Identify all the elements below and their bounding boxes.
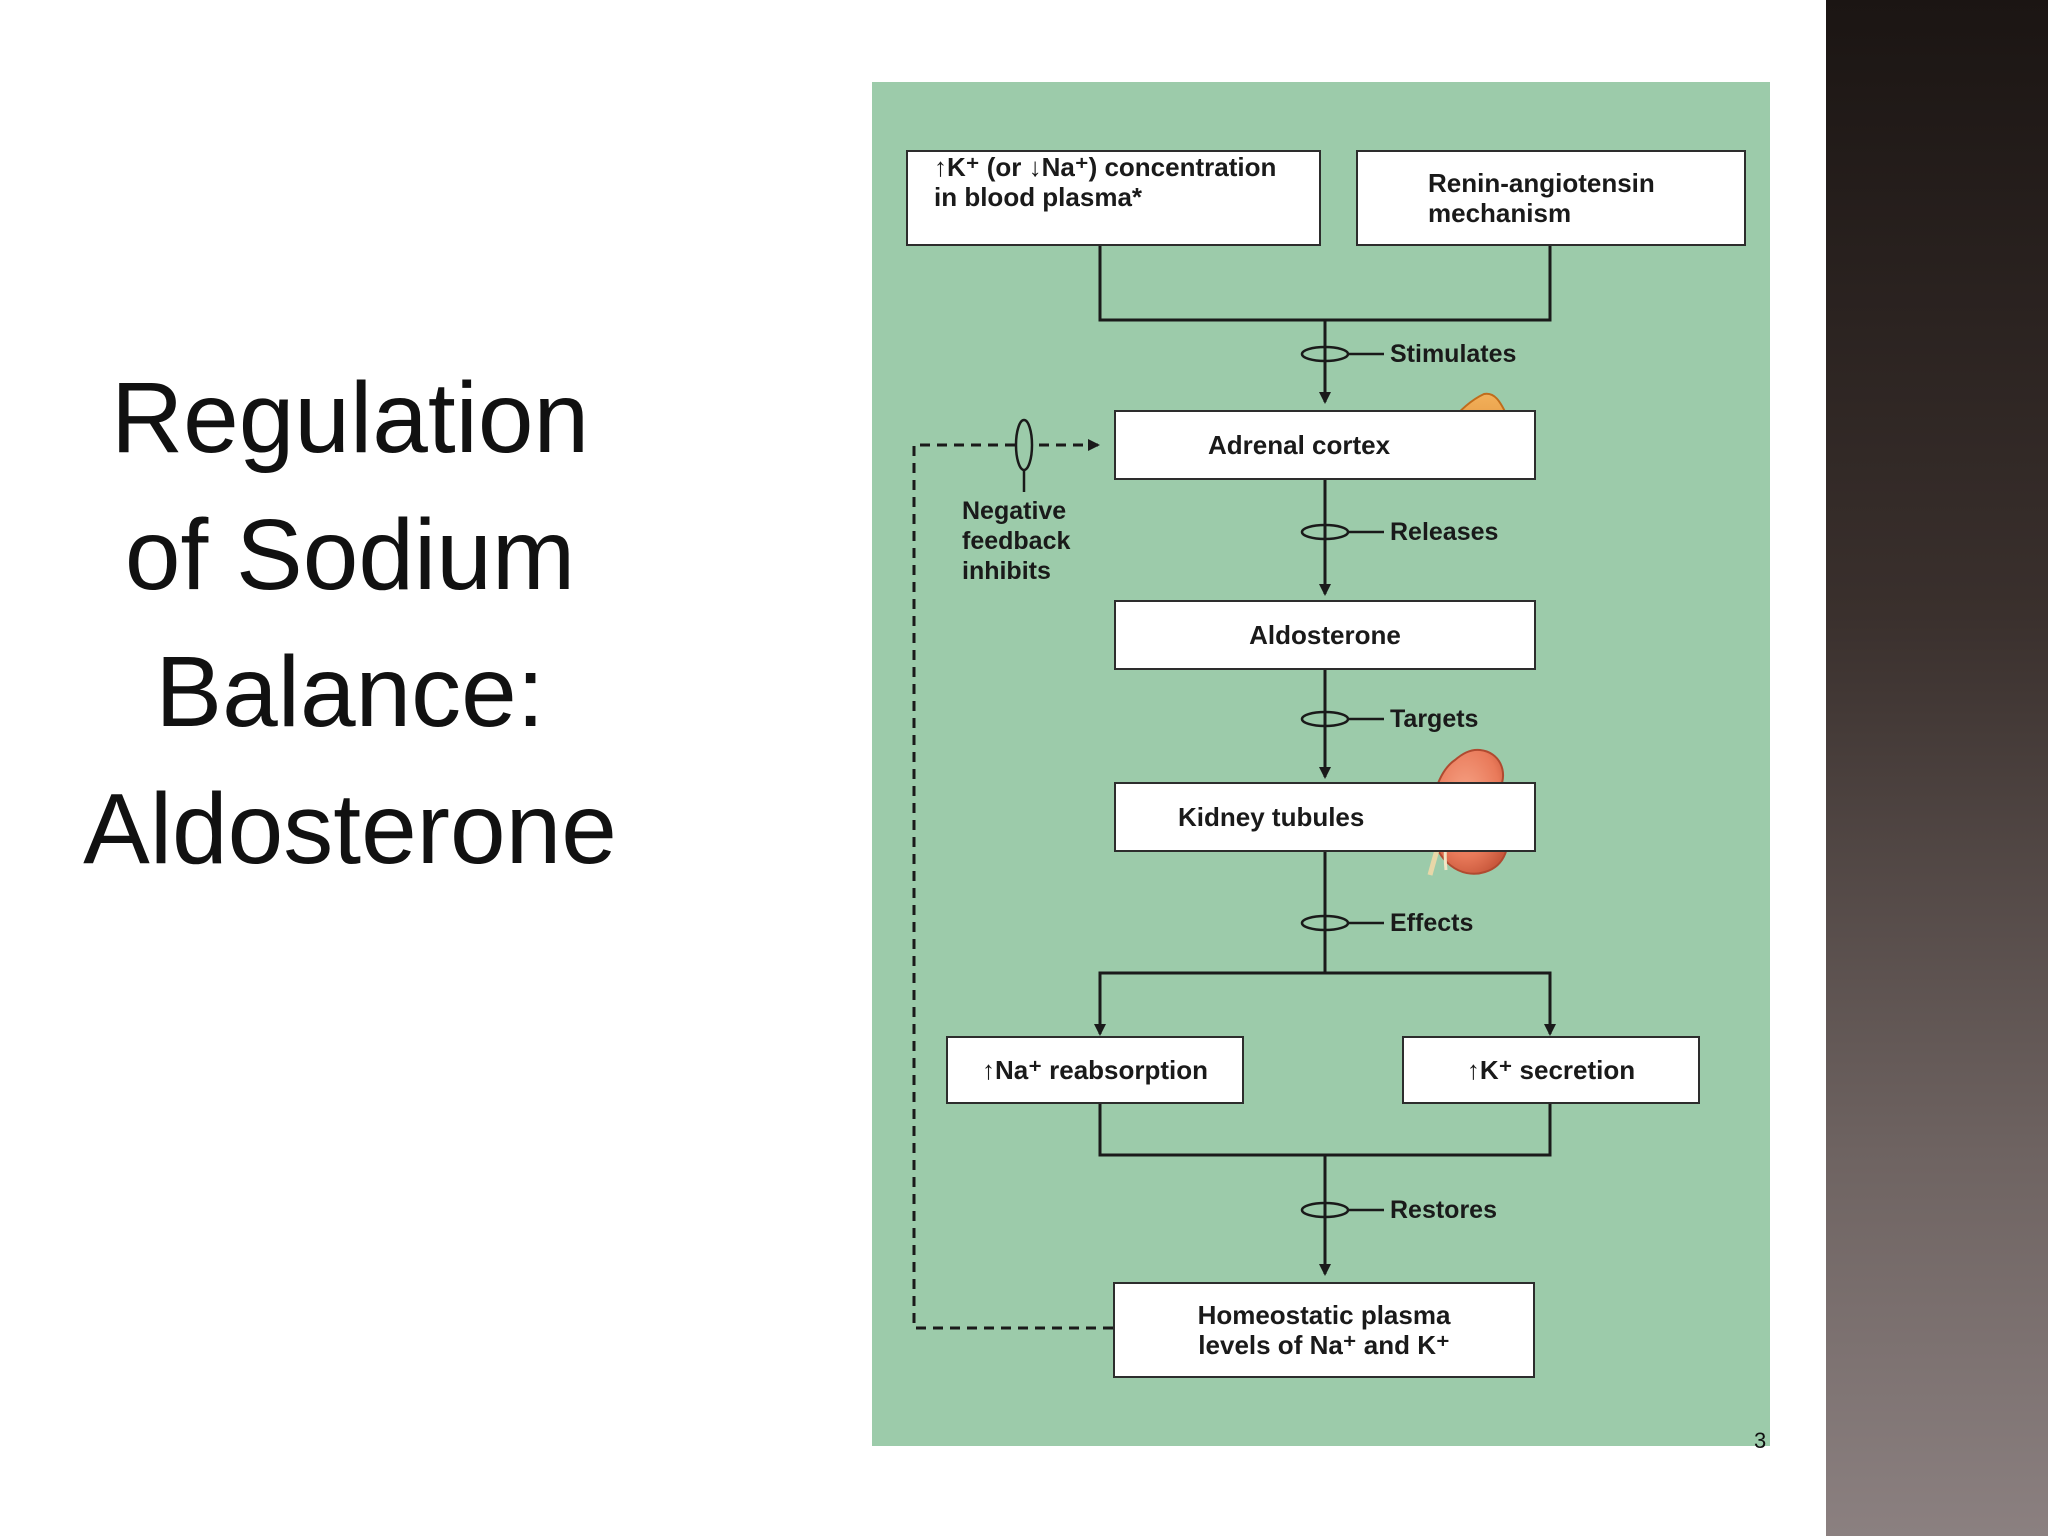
title-line-3: Balance:	[155, 636, 545, 748]
releases-label: Releases	[1390, 518, 1499, 546]
targets-label: Targets	[1390, 705, 1479, 733]
kidney-tubules-label: Kidney tubules	[1178, 802, 1365, 832]
top-merge-connector	[1098, 246, 1552, 404]
na-reabsorption-label: ↑Na⁺ reabsorption	[981, 1055, 1209, 1085]
renin-line-1: Renin-angiotensin	[1428, 168, 1655, 198]
k-na-line-2: in blood plasma*	[934, 182, 1143, 212]
na-reabsorption-box: ↑Na⁺ reabsorption	[946, 1036, 1244, 1104]
k-na-concentration-box: ↑K⁺ (or ↓Na⁺) concentration in blood pla…	[906, 150, 1321, 246]
negative-feedback-loop	[912, 439, 1113, 1330]
slide-title: Regulation of Sodium Balance: Aldosteron…	[40, 350, 660, 898]
diagram-panel	[872, 82, 1770, 1446]
k-secretion-box: ↑K⁺ secretion	[1402, 1036, 1700, 1104]
decorative-side-band	[1826, 0, 2048, 1536]
restores-merge-connector	[1098, 1104, 1552, 1276]
negative-feedback-label: Negative feedback inhibits	[962, 496, 1070, 586]
k-secretion-label: ↑K⁺ secretion	[1466, 1055, 1636, 1085]
aldosterone-box: Aldosterone	[1114, 600, 1536, 670]
renin-angiotensin-box: Renin-angiotensin mechanism	[1356, 150, 1746, 246]
negative-feedback-symbol	[1014, 418, 1034, 472]
stimulates-label: Stimulates	[1390, 340, 1517, 368]
effects-label: Effects	[1390, 909, 1474, 937]
homeostatic-line-1: Homeostatic plasma	[1197, 1300, 1451, 1330]
renin-line-2: mechanism	[1428, 198, 1572, 228]
title-line-1: Regulation	[110, 362, 590, 474]
k-na-line-1: ↑K⁺ (or ↓Na⁺) concentration	[934, 152, 1277, 182]
effects-split-connector	[1094, 852, 1556, 1036]
homeostatic-levels-box: Homeostatic plasma levels of Na⁺ and K⁺	[1113, 1282, 1535, 1378]
aldosterone-label: Aldosterone	[1249, 620, 1401, 650]
kidney-tubules-box: Kidney tubules	[1114, 782, 1536, 852]
adrenal-cortex-label: Adrenal cortex	[1208, 430, 1391, 460]
adrenal-cortex-box: Adrenal cortex	[1114, 410, 1536, 480]
title-line-2: of Sodium	[124, 499, 576, 611]
negative-feedback-line-2: feedback	[962, 527, 1071, 555]
title-line-4: Aldosterone	[83, 773, 617, 885]
negative-feedback-line-1: Negative	[962, 497, 1067, 525]
page-number: 3	[1754, 1428, 1767, 1453]
negative-feedback-line-3: inhibits	[962, 557, 1051, 585]
homeostatic-line-2: levels of Na⁺ and K⁺	[1198, 1330, 1450, 1360]
restores-label: Restores	[1390, 1196, 1497, 1224]
